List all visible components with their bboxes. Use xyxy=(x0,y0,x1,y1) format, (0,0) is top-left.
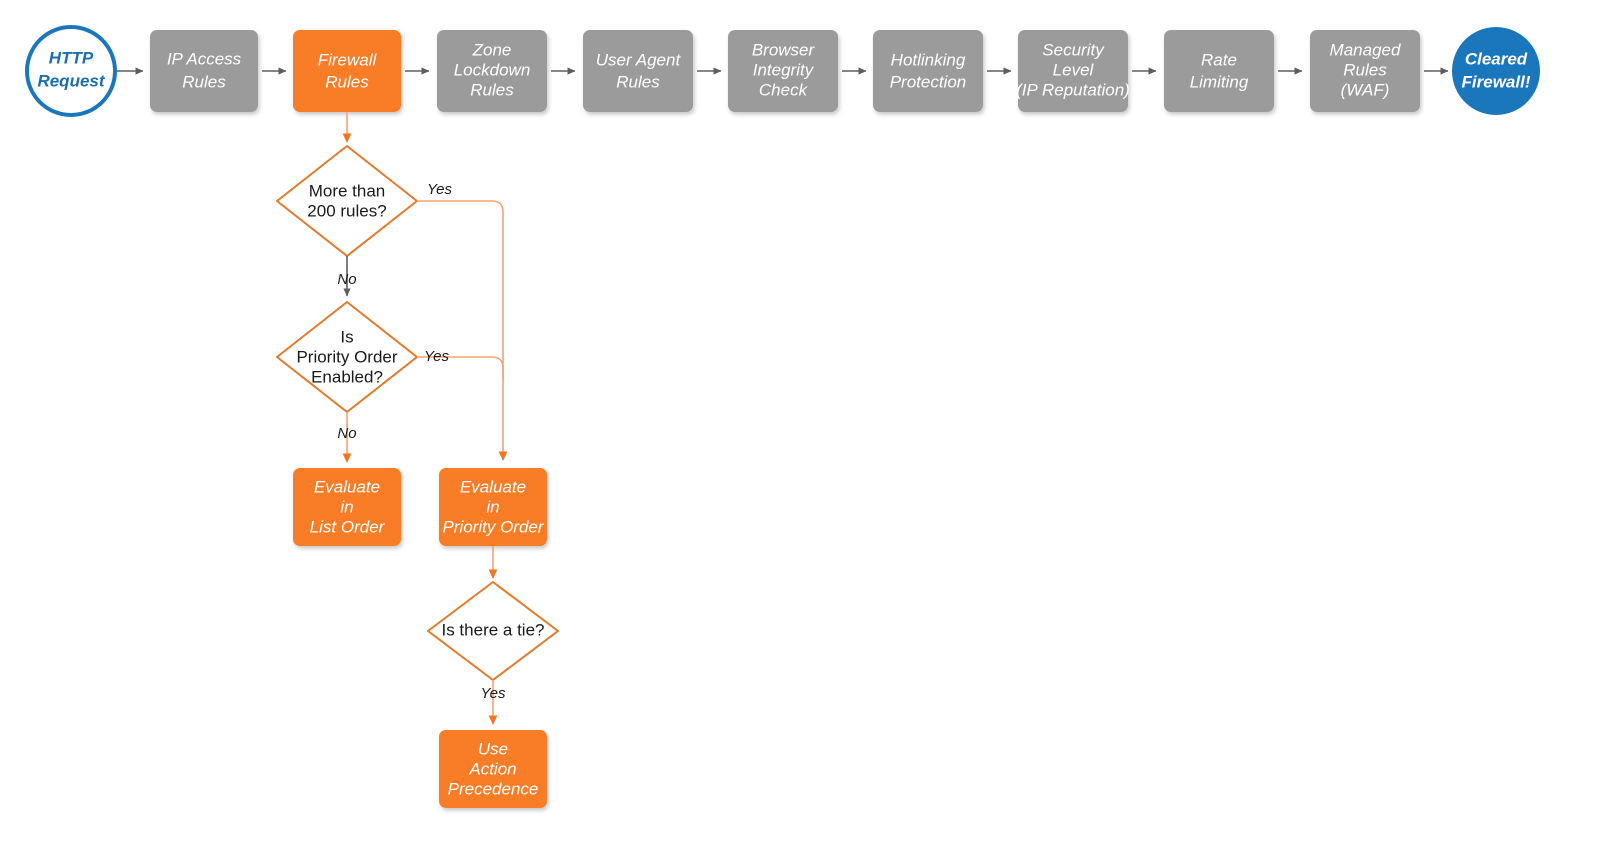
node-managed-rules-waf[interactable] xyxy=(1310,30,1420,112)
node-decision-is-priority-order-enabled[interactable]: Is Priority Order Enabled? xyxy=(276,301,418,413)
node-security-level[interactable] xyxy=(1018,30,1128,112)
node-user-agent-rules[interactable] xyxy=(583,30,693,112)
node-decision-is-there-a-tie[interactable]: Is there a tie? xyxy=(427,581,559,681)
edge-label-decision-200-yes: Yes xyxy=(427,181,453,198)
node-rate-limiting[interactable] xyxy=(1164,30,1274,112)
node-use-action-precedence[interactable] xyxy=(439,730,547,808)
node-http-request[interactable]: HTTP Request xyxy=(25,25,117,117)
node-evaluate-in-priority-order[interactable] xyxy=(439,468,547,546)
node-decision-more-than-200-rules[interactable]: More than 200 rules? xyxy=(276,145,418,257)
node-evaluate-in-list-order[interactable] xyxy=(293,468,401,546)
node-browser-integrity-check[interactable] xyxy=(728,30,838,112)
node-hotlinking-protection[interactable] xyxy=(873,30,983,112)
node-ip-access-rules[interactable] xyxy=(150,30,258,112)
edge-decision-priority-enabled-yes xyxy=(417,356,504,380)
node-cleared-firewall[interactable]: Cleared Firewall! xyxy=(1452,27,1540,115)
node-zone-lockdown-rules[interactable] xyxy=(437,30,547,112)
node-firewall-rules[interactable] xyxy=(293,30,401,112)
edge-decision-200-yes-to-priority-order xyxy=(417,200,508,461)
